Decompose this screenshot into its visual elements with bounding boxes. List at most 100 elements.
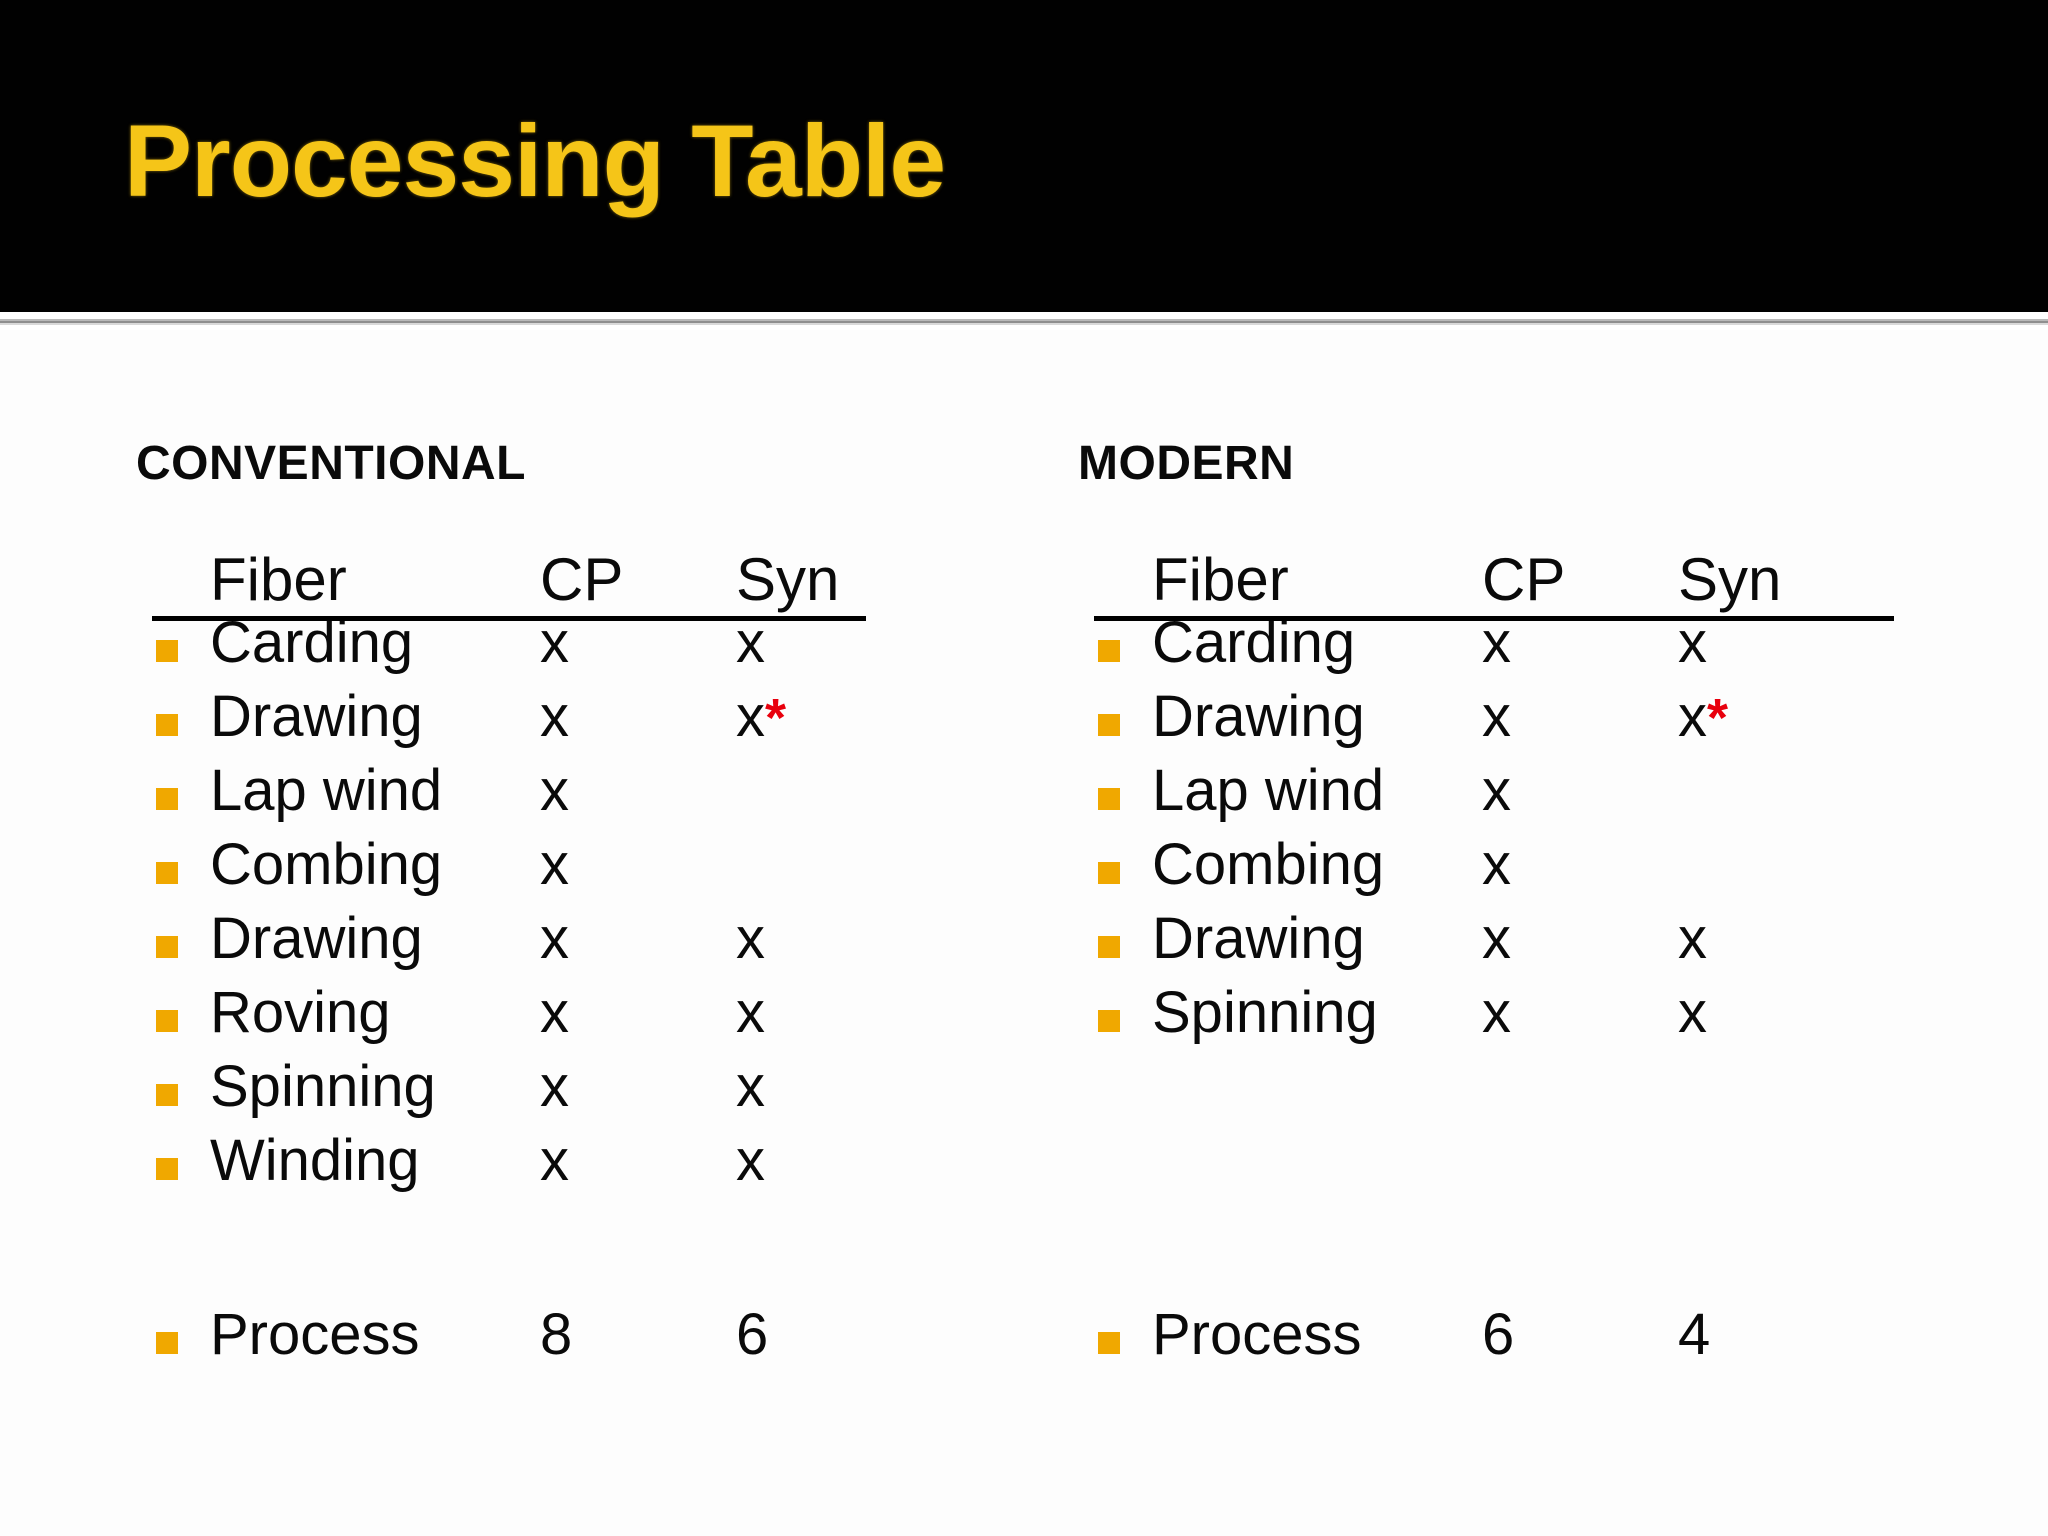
cell-fiber: Drawing: [210, 684, 423, 749]
square-bullet-icon: [156, 788, 178, 810]
bullet-cell: [136, 714, 210, 736]
bullet-cell: [136, 788, 210, 810]
cell-syn: x: [1678, 984, 1878, 1042]
square-bullet-icon: [1098, 714, 1120, 736]
cell-syn: x: [736, 984, 936, 1042]
column-header-cp: CP: [540, 546, 624, 613]
cell-syn-value: x: [1678, 906, 1707, 971]
cell-syn: x*: [736, 688, 936, 746]
panel-heading-modern: MODERN: [1078, 437, 1295, 490]
page-title: Processing Table: [124, 104, 946, 218]
title-banner: Processing Table: [0, 0, 2048, 312]
table-row: Drawing x x*: [1078, 688, 1938, 762]
cell-cp: x: [540, 1054, 569, 1119]
cell-syn: x*: [1678, 688, 1878, 746]
cell-syn-value: x: [736, 1054, 765, 1119]
header-underline: [152, 616, 866, 621]
table-row: Winding x x: [136, 1132, 996, 1206]
column-header-fiber: Fiber: [1152, 546, 1289, 613]
bullet-cell: [1078, 714, 1152, 736]
bullet-cell: [1078, 862, 1152, 884]
cell-fiber: Drawing: [1152, 684, 1365, 749]
square-bullet-icon: [156, 640, 178, 662]
square-bullet-icon: [156, 1332, 178, 1354]
cell-syn: x: [1678, 910, 1878, 968]
bullet-cell: [1078, 1010, 1152, 1032]
square-bullet-icon: [156, 862, 178, 884]
column-header-syn: Syn: [1678, 546, 1782, 613]
square-bullet-icon: [156, 1084, 178, 1106]
bullet-spacer: [1078, 571, 1152, 593]
bullet-cell: [136, 1084, 210, 1106]
slide-body: CONVENTIONAL Fiber CP Syn Carding x x: [0, 330, 2048, 1536]
cell-syn: x: [736, 614, 936, 672]
bullet-cell: [136, 1332, 210, 1354]
cell-fiber: Lap wind: [1152, 758, 1385, 823]
cell-syn-value: x: [736, 1128, 765, 1193]
column-header-syn: Syn: [736, 546, 840, 613]
cell-cp: x: [540, 980, 569, 1045]
summary-label: Process: [210, 1302, 420, 1367]
square-bullet-icon: [1098, 788, 1120, 810]
cell-cp: x: [1482, 610, 1511, 675]
square-bullet-icon: [156, 936, 178, 958]
bullet-cell: [136, 1010, 210, 1032]
summary-label: Process: [1152, 1302, 1362, 1367]
bullet-cell: [1078, 1332, 1152, 1354]
table-row: Spinning x x: [1078, 984, 1938, 1058]
cell-syn-value: x: [1678, 980, 1707, 1045]
cell-cp: x: [1482, 980, 1511, 1045]
cell-fiber: Carding: [210, 610, 414, 675]
square-bullet-icon: [1098, 862, 1120, 884]
cell-cp: x: [540, 1128, 569, 1193]
cell-fiber: Roving: [210, 980, 391, 1045]
bullet-cell: [136, 936, 210, 958]
cell-fiber: Combing: [1152, 832, 1385, 897]
cell-cp: x: [540, 684, 569, 749]
square-bullet-icon: [1098, 1010, 1120, 1032]
table-row: Spinning x x: [136, 1058, 996, 1132]
panel-modern: MODERN Fiber CP Syn Carding x x: [1078, 330, 1938, 1380]
summary-count-cp: 6: [1482, 1302, 1515, 1367]
cell-fiber: Drawing: [1152, 906, 1365, 971]
cell-cp: x: [540, 832, 569, 897]
row-spacer: [136, 1206, 996, 1306]
cell-cp: x: [1482, 684, 1511, 749]
square-bullet-icon: [156, 1158, 178, 1180]
header-underline: [1094, 616, 1894, 621]
cell-fiber: Spinning: [1152, 980, 1378, 1045]
square-bullet-icon: [1098, 1332, 1120, 1354]
cell-cp: x: [540, 610, 569, 675]
summary-row: Process 6 4: [1078, 1306, 1938, 1380]
summary-count-cp: 8: [540, 1302, 573, 1367]
bullet-cell: [1078, 936, 1152, 958]
cell-cp: x: [540, 758, 569, 823]
cell-fiber: Carding: [1152, 610, 1356, 675]
cell-cp: x: [1482, 832, 1511, 897]
cell-syn: x: [736, 1132, 936, 1190]
cell-fiber: Combing: [210, 832, 443, 897]
column-header-fiber: Fiber: [210, 546, 347, 613]
processing-table-conventional: Fiber CP Syn Carding x x Drawing x x*: [136, 550, 996, 1380]
cell-fiber: Lap wind: [210, 758, 443, 823]
bullet-spacer: [136, 571, 210, 593]
square-bullet-icon: [1098, 936, 1120, 958]
table-row: Lap wind x: [1078, 762, 1938, 836]
summary-count-syn: 4: [1678, 1302, 1711, 1367]
table-header-row: Fiber CP Syn: [1078, 550, 1938, 614]
table-row: Lap wind x: [136, 762, 996, 836]
cell-fiber: Drawing: [210, 906, 423, 971]
panel-conventional: CONVENTIONAL Fiber CP Syn Carding x x: [136, 330, 996, 1380]
bullet-cell: [136, 640, 210, 662]
cell-syn-value: x: [736, 684, 765, 749]
square-bullet-icon: [156, 714, 178, 736]
panel-heading-conventional: CONVENTIONAL: [136, 437, 526, 490]
row-spacer: [1078, 1058, 1938, 1306]
cell-cp: x: [1482, 758, 1511, 823]
table-row: Carding x x: [136, 614, 996, 688]
square-bullet-icon: [1098, 640, 1120, 662]
processing-table-modern: Fiber CP Syn Carding x x Drawing x x*: [1078, 550, 1938, 1380]
bullet-cell: [1078, 640, 1152, 662]
table-row: Drawing x x: [1078, 910, 1938, 984]
table-row: Carding x x: [1078, 614, 1938, 688]
